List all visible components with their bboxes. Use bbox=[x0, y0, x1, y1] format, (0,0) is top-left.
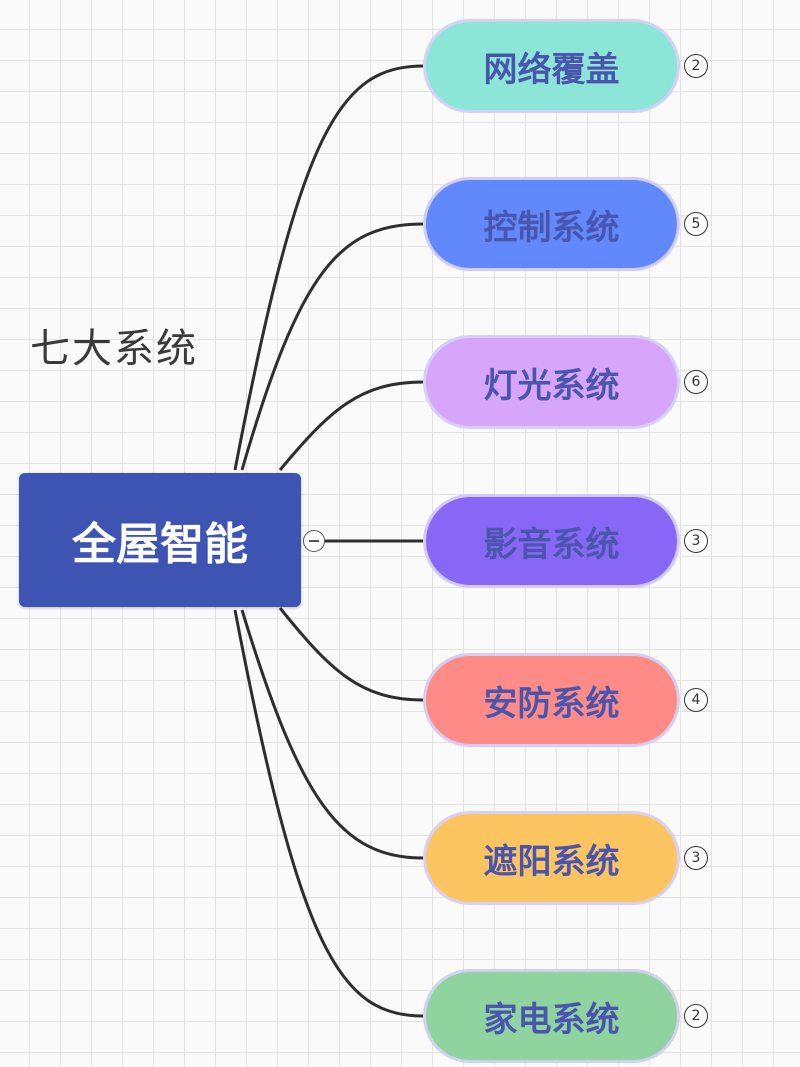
root-node-label: 全屋智能 bbox=[72, 519, 248, 570]
connector-1 bbox=[233, 64, 424, 471]
branch-label: 家电系统 bbox=[483, 999, 620, 1040]
branch-node-av[interactable]: 影音系统 bbox=[423, 494, 680, 588]
branch-node-control[interactable]: 控制系统 bbox=[423, 177, 680, 271]
collapse-toggle-icon[interactable] bbox=[303, 530, 325, 552]
child-count-badge[interactable]: 4 bbox=[684, 688, 708, 712]
branch-label: 遮阳系统 bbox=[483, 841, 620, 882]
branch-node-shading[interactable]: 遮阳系统 bbox=[423, 811, 680, 905]
child-count-badge[interactable]: 2 bbox=[684, 1004, 708, 1028]
branch-node-lighting[interactable]: 灯光系统 bbox=[423, 335, 680, 429]
branch-label: 网络覆盖 bbox=[483, 49, 620, 90]
child-count-badge[interactable]: 5 bbox=[684, 212, 708, 236]
connector-3 bbox=[278, 380, 424, 471]
branch-label: 控制系统 bbox=[483, 207, 620, 248]
connector-5 bbox=[278, 607, 424, 702]
root-node[interactable]: 全屋智能 bbox=[19, 473, 301, 607]
branch-label: 安防系统 bbox=[483, 683, 620, 724]
connector-2 bbox=[240, 222, 424, 471]
branch-label: 灯光系统 bbox=[483, 365, 620, 406]
handwritten-annotation: 七大系统 bbox=[30, 326, 198, 372]
branch-label: 影音系统 bbox=[483, 524, 620, 565]
child-count-badge[interactable]: 3 bbox=[684, 846, 708, 870]
child-count-badge[interactable]: 6 bbox=[684, 370, 708, 394]
connector-6 bbox=[240, 609, 424, 860]
branch-node-security[interactable]: 安防系统 bbox=[423, 653, 680, 747]
branch-node-network[interactable]: 网络覆盖 bbox=[423, 19, 680, 113]
child-count-badge[interactable]: 2 bbox=[684, 54, 708, 78]
connector-7 bbox=[233, 609, 424, 1018]
child-count-badge[interactable]: 3 bbox=[684, 529, 708, 553]
branch-node-appliances[interactable]: 家电系统 bbox=[423, 969, 680, 1063]
